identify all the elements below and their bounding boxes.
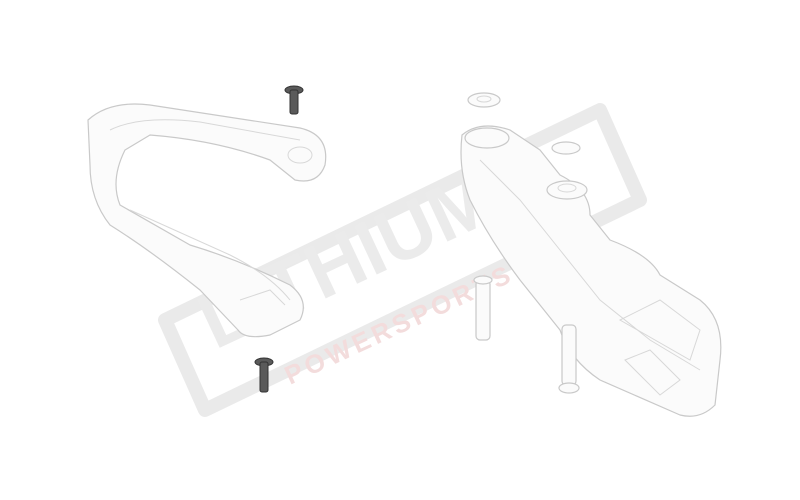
bolt <box>284 85 304 115</box>
bolt <box>254 357 274 393</box>
swingarm-chain-guide <box>460 125 722 417</box>
spacer <box>551 141 581 155</box>
bolt <box>473 275 493 341</box>
chain-slider <box>87 103 327 338</box>
spacer <box>467 92 501 108</box>
bolt <box>558 324 580 394</box>
